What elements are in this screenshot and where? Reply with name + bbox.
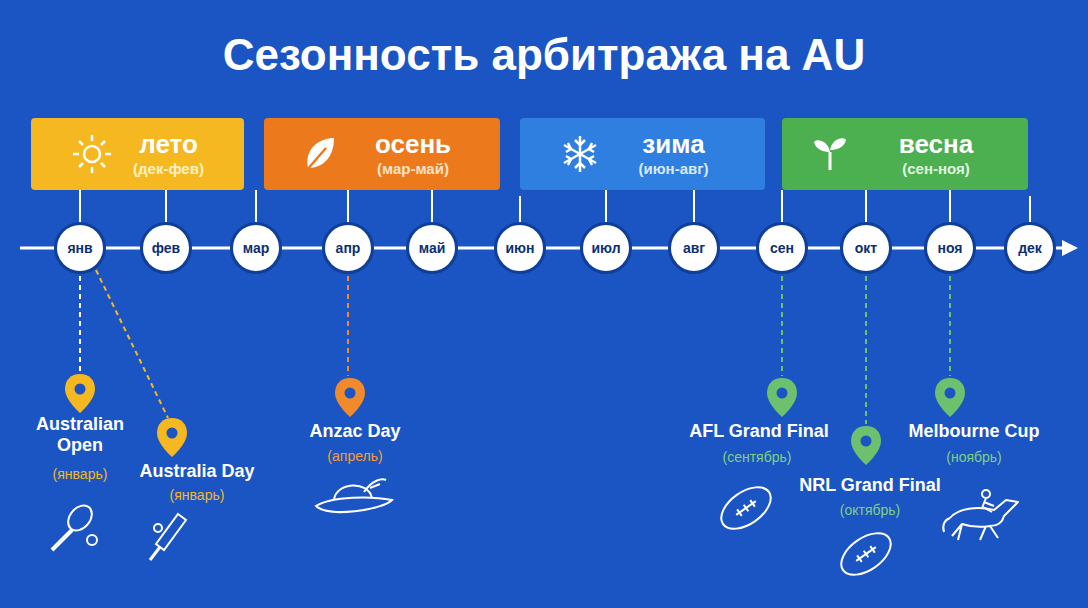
season-name: весна xyxy=(899,129,973,159)
timeline-axis xyxy=(20,247,1064,250)
event-name: AFL Grand Final xyxy=(689,421,829,442)
month-circle: мар xyxy=(230,222,282,274)
event-month: (январь) xyxy=(53,466,108,482)
month-name: июл xyxy=(591,240,620,256)
month-circle: авг xyxy=(668,222,720,274)
event-name: Anzac Day xyxy=(309,421,400,442)
month-name: окт xyxy=(855,240,877,256)
season-name: лето xyxy=(139,129,198,159)
cricket-bat-icon xyxy=(150,514,186,560)
sun-icon xyxy=(73,135,111,173)
month-name: ноя xyxy=(938,240,963,256)
diagram-title: Сезонность арбитража на AU xyxy=(0,30,1088,80)
month-name: мар xyxy=(243,240,270,256)
month-circle: янв xyxy=(54,222,106,274)
month-name: дек xyxy=(1018,240,1042,256)
event-name: NRL Grand Final xyxy=(799,475,941,496)
tennis-icon xyxy=(52,501,97,550)
event-month: (октябрь) xyxy=(840,502,900,518)
month-circle: май xyxy=(406,222,458,274)
slouch-hat-icon xyxy=(316,479,392,512)
sprout-icon xyxy=(814,138,846,170)
event-month: (ноябрь) xyxy=(946,449,1002,465)
month-circle: апр xyxy=(322,222,374,274)
football-icon xyxy=(834,525,898,583)
season-months: (мар-май) xyxy=(377,159,449,179)
month-name: фев xyxy=(152,240,180,256)
month-circle: сен xyxy=(756,222,808,274)
season-months: (сен-ноя) xyxy=(902,159,970,179)
season-name: осень xyxy=(375,129,451,159)
season-months: (июн-авг) xyxy=(639,159,709,179)
season-name: зима xyxy=(642,129,704,159)
season-text-group: осень(мар-май) xyxy=(375,129,451,179)
map-pins xyxy=(65,374,965,465)
event-name: Melbourne Cup xyxy=(909,421,1040,442)
month-name: май xyxy=(419,240,446,256)
racehorse-icon xyxy=(943,490,1018,540)
month-circle: июл xyxy=(580,222,632,274)
season-band: лето(дек-фев) xyxy=(31,118,244,190)
axis-arrowhead xyxy=(1062,240,1078,256)
season-text-group: зима(июн-авг) xyxy=(639,129,709,179)
month-circle: июн xyxy=(494,222,546,274)
snowflake-icon xyxy=(564,136,596,172)
event-name: Australia Day xyxy=(139,461,254,482)
leaf-icon xyxy=(306,138,334,171)
football-icon xyxy=(714,479,778,537)
event-month: (сентябрь) xyxy=(723,449,792,465)
season-months: (дек-фев) xyxy=(133,159,204,179)
month-circle: фев xyxy=(140,222,192,274)
month-name: сен xyxy=(770,240,794,256)
season-band: весна(сен-ноя) xyxy=(782,118,1028,190)
band-ticks xyxy=(80,190,1030,224)
month-name: янв xyxy=(67,240,92,256)
event-month: (апрель) xyxy=(327,448,382,464)
leader-lines xyxy=(80,270,950,424)
event-month: (январь) xyxy=(170,487,225,503)
month-circle: дек xyxy=(1004,222,1056,274)
season-band: осень(мар-май) xyxy=(264,118,500,190)
month-circle: окт xyxy=(840,222,892,274)
event-name: Australian Open xyxy=(19,414,141,455)
month-name: июн xyxy=(505,240,534,256)
season-text-group: весна(сен-ноя) xyxy=(899,129,973,179)
month-name: апр xyxy=(336,240,361,256)
month-circle: ноя xyxy=(924,222,976,274)
season-band: зима(июн-авг) xyxy=(520,118,765,190)
month-name: авг xyxy=(683,240,705,256)
season-text-group: лето(дек-фев) xyxy=(133,129,204,179)
